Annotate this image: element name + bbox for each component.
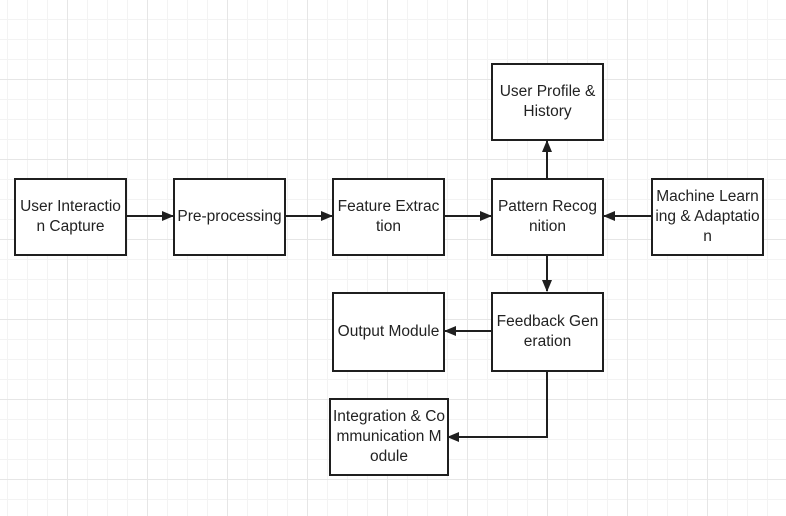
node-label: Machine Learning & Adaptation bbox=[655, 188, 760, 245]
node-label: Feedback Generation bbox=[496, 313, 599, 350]
node-user-interaction-capture: User Interaction Capture bbox=[14, 178, 127, 256]
node-label: User Interaction Capture bbox=[20, 198, 121, 235]
node-feedback-generation: Feedback Generation bbox=[491, 292, 604, 372]
node-pre-processing: Pre-processing bbox=[173, 178, 286, 256]
node-label: Pattern Recognition bbox=[497, 198, 598, 235]
node-pattern-recognition: Pattern Recognition bbox=[491, 178, 604, 256]
node-user-profile-history: User Profile & History bbox=[491, 63, 604, 141]
node-label: Integration & Communication Module bbox=[333, 408, 446, 465]
node-output-module: Output Module bbox=[332, 292, 445, 372]
node-label: User Profile & History bbox=[499, 83, 596, 120]
node-label: Feature Extraction bbox=[337, 198, 440, 235]
arrow-feedback-to-integration-module bbox=[447, 371, 548, 442]
node-machine-learning-adaptation: Machine Learning & Adaptation bbox=[651, 178, 764, 256]
node-label: Pre-processing bbox=[177, 208, 282, 225]
node-integration-communication-module: Integration & Communication Module bbox=[329, 398, 449, 476]
node-label: Output Module bbox=[337, 323, 440, 340]
node-feature-extraction: Feature Extraction bbox=[332, 178, 445, 256]
